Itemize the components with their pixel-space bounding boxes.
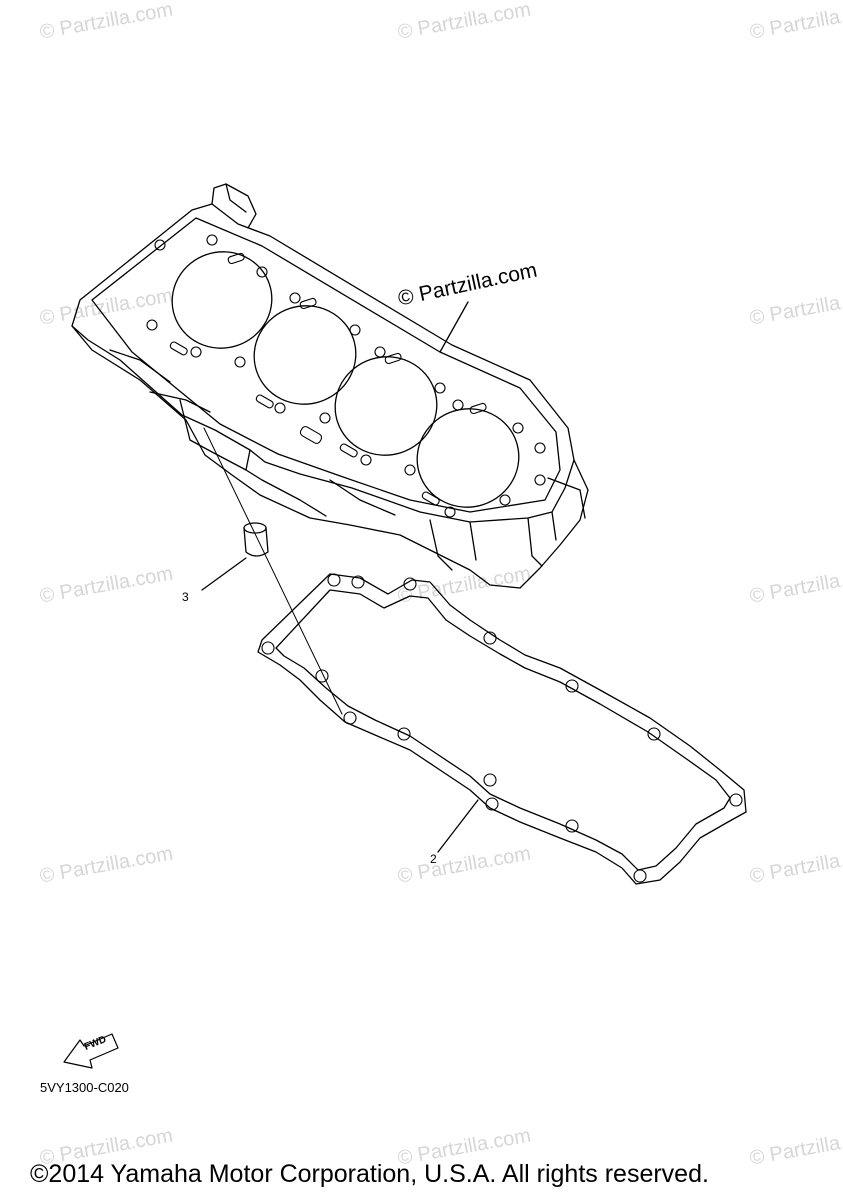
- alignment-line: [203, 427, 343, 715]
- callout-part-3: 3: [182, 590, 189, 604]
- diagram-code: 5VY1300-C020: [40, 1080, 129, 1095]
- callout-part-2: 2: [430, 852, 437, 866]
- cylinder-block: [71, 183, 589, 589]
- gasket-bolt-holes: [261, 573, 743, 883]
- gasket-leader-line: [437, 799, 479, 853]
- block-bolt-holes: [146, 234, 546, 518]
- brand-leader-line: [439, 301, 469, 353]
- fwd-arrow-icon: [63, 1033, 119, 1069]
- cylinder-bores: [171, 251, 520, 508]
- dowel-leader-line: [201, 557, 247, 591]
- cylinder-gasket: [257, 573, 747, 885]
- dowel-pin: [243, 522, 269, 557]
- block-coolant-slots: [169, 252, 487, 506]
- copyright-footer: ©2014 Yamaha Motor Corporation, U.S.A. A…: [30, 1160, 709, 1188]
